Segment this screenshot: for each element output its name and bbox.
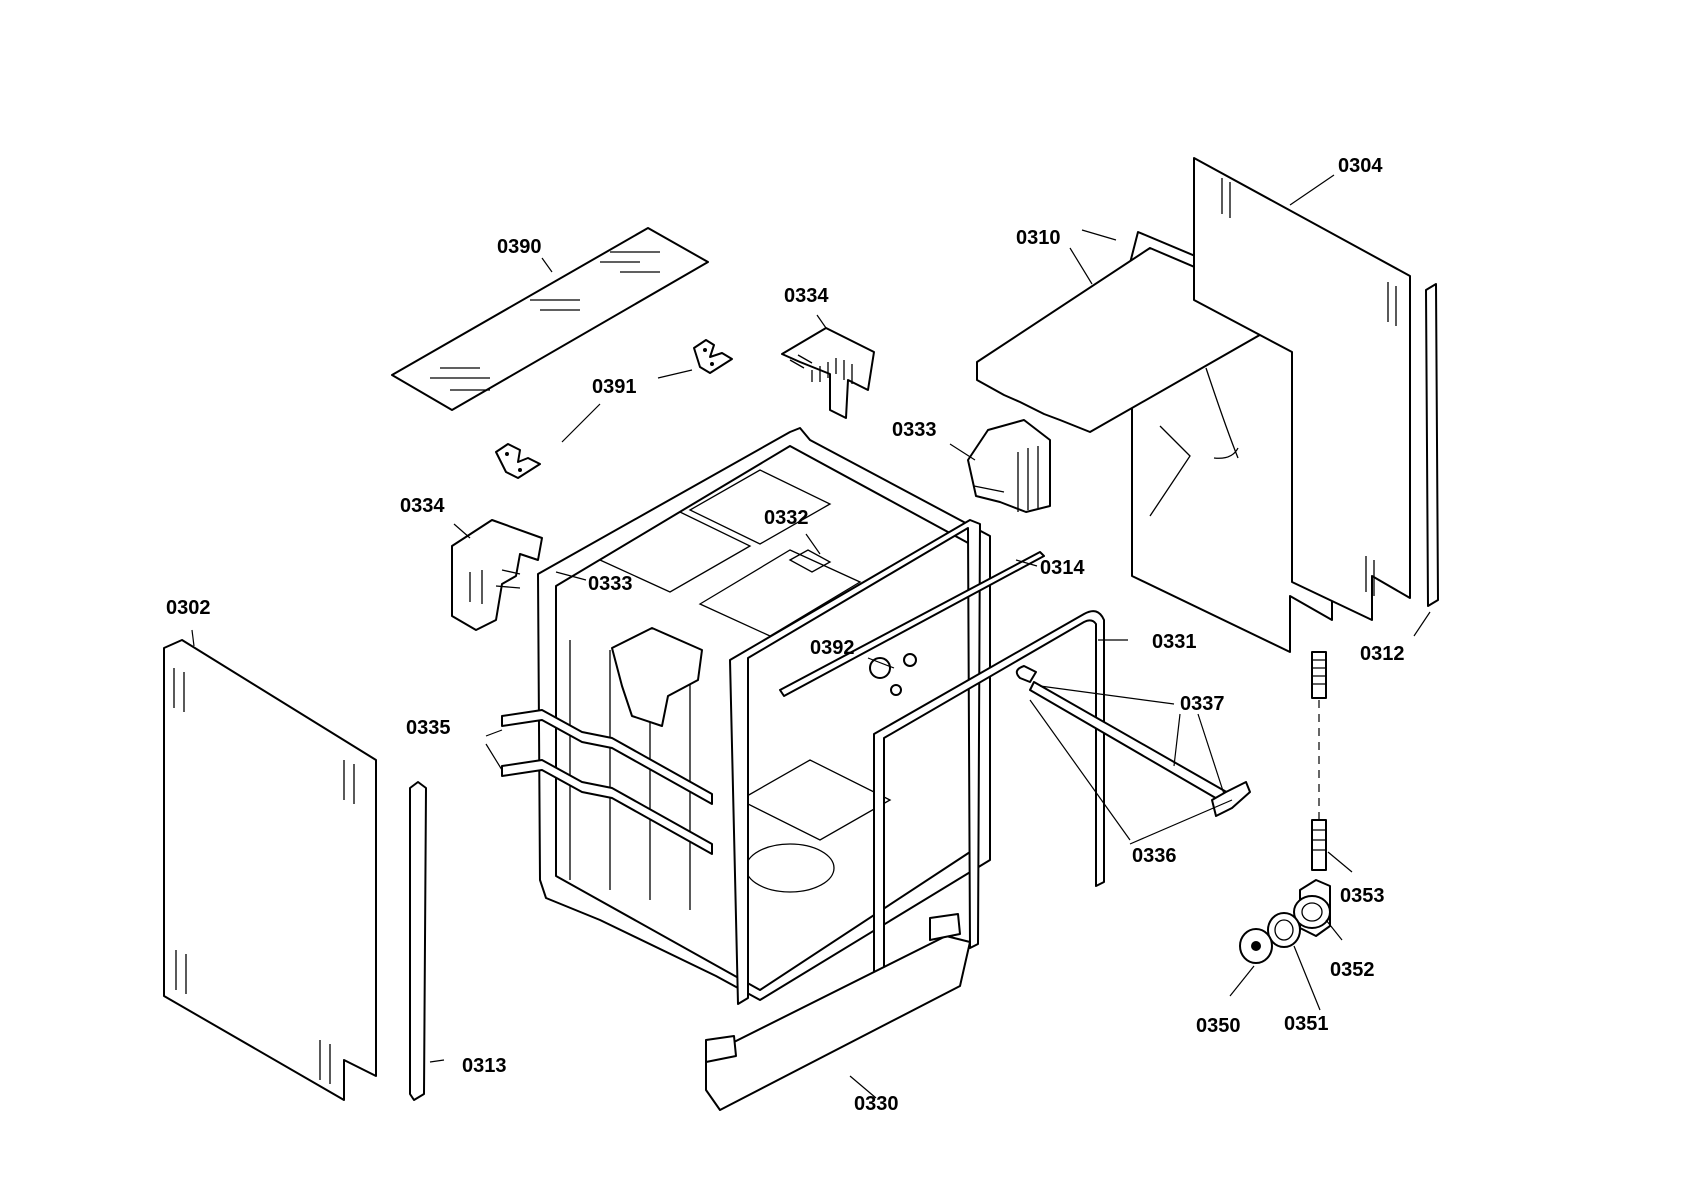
label-0392: 0392 (810, 637, 855, 659)
leader-lines (191, 174, 1431, 1099)
part-0337-spray-arm-rail (1015, 665, 1251, 817)
part-0391-bracket-lower (495, 443, 541, 479)
part-0312-side-strip-right (1425, 283, 1439, 607)
label-0312: 0312 (1360, 643, 1405, 665)
label-0336: 0336 (1132, 845, 1177, 867)
label-0332: 0332 (764, 507, 809, 529)
label-0353: 0353 (1340, 885, 1385, 907)
part-0350-cap (1239, 928, 1273, 964)
part-0334-hinge-bracket-lower (451, 519, 543, 631)
label-0337: 0337 (1180, 693, 1225, 715)
label-0334-lower: 0334 (400, 495, 445, 517)
label-0333-lower: 0333 (588, 573, 633, 595)
part-0391-bracket-upper (693, 339, 733, 374)
label-0334-upper: 0334 (784, 285, 829, 307)
part-0330-base-plate (705, 913, 971, 1111)
label-0314: 0314 (1040, 557, 1085, 579)
part-0302-side-panel-left (163, 639, 377, 1101)
label-0351: 0351 (1284, 1013, 1329, 1035)
part-0314-front-frame (729, 519, 1045, 1005)
part-0332-label-plate (788, 549, 832, 573)
label-0390: 0390 (497, 236, 542, 258)
part-0335-rails (501, 709, 713, 855)
part-0331-door-seal (873, 610, 1105, 997)
label-0304: 0304 (1338, 155, 1383, 177)
label-0335: 0335 (406, 717, 451, 739)
part-0353-hose-connector (1311, 651, 1327, 871)
part-0351-ring (1267, 912, 1301, 948)
part-0392-fasteners (869, 653, 917, 696)
label-0333-upper: 0333 (892, 419, 937, 441)
part-0352-drain-elbow (1293, 879, 1331, 937)
label-0331: 0331 (1152, 631, 1197, 653)
label-0310: 0310 (1016, 227, 1061, 249)
label-0313: 0313 (462, 1055, 507, 1077)
part-0333-clip-upper (967, 419, 1051, 513)
label-0330: 0330 (854, 1093, 899, 1115)
label-0350: 0350 (1196, 1015, 1241, 1037)
label-0302: 0302 (166, 597, 211, 619)
label-0391: 0391 (592, 376, 637, 398)
part-0334-hinge-bracket-upper (781, 327, 875, 419)
label-0352: 0352 (1330, 959, 1375, 981)
part-0390-top-plate (391, 227, 709, 411)
labels: 0304 0310 0390 0334 0391 0333 0334 0332 … (166, 155, 1405, 1115)
part-0313-side-strip-left (409, 781, 427, 1101)
part-0304-side-panel-right (1193, 157, 1411, 621)
